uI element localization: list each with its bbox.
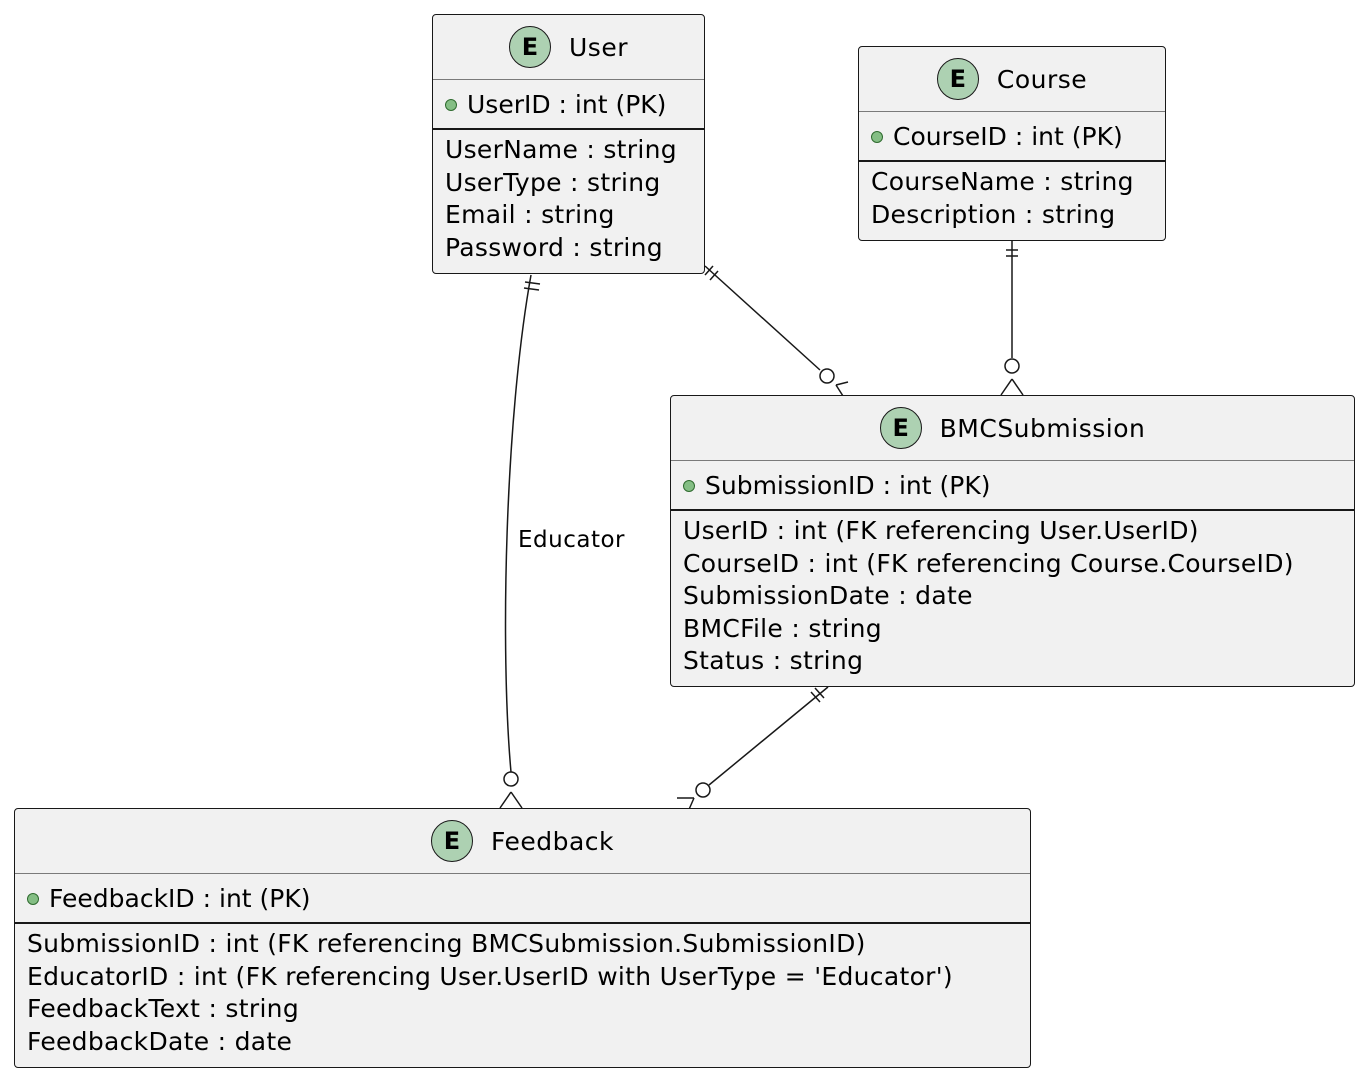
attribute: CourseID : int (FK referencing Course.Co… <box>683 548 1294 578</box>
attribute-list: UserName : string UserType : string Emai… <box>433 130 704 264</box>
attribute: SubmissionID : int (FK referencing BMCSu… <box>27 929 866 958</box>
relation-course-bmcsubmission <box>1000 241 1024 396</box>
primary-key-field: UserID : int (PK) <box>445 90 692 120</box>
primary-key-field: SubmissionID : int (PK) <box>683 471 1342 501</box>
relation-user-bmcsubmission <box>704 265 849 397</box>
relation-bmcsubmission-feedback <box>677 686 829 815</box>
entity-icon: E <box>509 26 551 68</box>
primary-key-section: SubmissionID : int (PK) <box>671 461 1354 511</box>
entity-name: Course <box>996 64 1088 94</box>
relation-label-educator: Educator <box>518 527 625 553</box>
entity-course[interactable]: E Course CourseID : int (PK) CourseName … <box>858 46 1166 241</box>
attribute: EducatorID : int (FK referencing User.Us… <box>27 961 953 991</box>
entity-name: BMCSubmission <box>939 413 1146 443</box>
primary-key-field: CourseID : int (PK) <box>871 122 1153 152</box>
entity-header: E BMCSubmission <box>671 396 1354 461</box>
entity-user[interactable]: E User UserID : int (PK) UserName : stri… <box>432 14 705 274</box>
attribute-list: UserID : int (FK referencing User.UserID… <box>671 511 1354 678</box>
primary-key-field: FeedbackID : int (PK) <box>27 884 1018 914</box>
attribute-list: CourseName : string Description : string <box>859 162 1165 231</box>
primary-key-text: FeedbackID : int (PK) <box>49 884 311 913</box>
primary-key-text: SubmissionID : int (PK) <box>705 471 991 500</box>
attribute: SubmissionDate : date <box>683 581 973 610</box>
entity-icon: E <box>936 58 979 100</box>
entity-bmcsubmission[interactable]: E BMCSubmission SubmissionID : int (PK) … <box>670 395 1355 687</box>
primary-key-icon <box>871 131 883 143</box>
entity-icon: E <box>430 820 473 862</box>
primary-key-text: CourseID : int (PK) <box>893 122 1123 151</box>
attribute: UserType : string <box>445 167 661 197</box>
primary-key-icon <box>27 893 39 905</box>
primary-key-text: UserID : int (PK) <box>467 90 667 119</box>
attribute: CourseName : string <box>871 167 1134 196</box>
attribute: FeedbackDate : date <box>27 1026 293 1056</box>
entity-header: E User <box>433 15 704 80</box>
entity-name: Feedback <box>490 826 615 856</box>
entity-header: E Course <box>859 47 1165 112</box>
attribute: UserName : string <box>445 135 677 164</box>
attribute: FeedbackText : string <box>27 994 299 1023</box>
primary-key-section: FeedbackID : int (PK) <box>15 874 1030 924</box>
attribute: Description : string <box>871 199 1116 229</box>
attribute-list: SubmissionID : int (FK referencing BMCSu… <box>15 924 1030 1058</box>
entity-header: E Feedback <box>15 809 1030 874</box>
primary-key-section: UserID : int (PK) <box>433 80 704 130</box>
attribute: UserID : int (FK referencing User.UserID… <box>683 516 1199 545</box>
primary-key-section: CourseID : int (PK) <box>859 112 1165 162</box>
primary-key-icon <box>683 480 695 492</box>
primary-key-icon <box>445 99 457 111</box>
attribute: Status : string <box>683 646 864 675</box>
attribute: Email : string <box>445 200 615 229</box>
entity-icon: E <box>879 407 922 449</box>
entity-feedback[interactable]: E Feedback FeedbackID : int (PK) Submiss… <box>14 808 1031 1068</box>
attribute: Password : string <box>445 232 663 262</box>
attribute: BMCFile : string <box>683 613 882 643</box>
entity-name: User <box>569 32 628 62</box>
